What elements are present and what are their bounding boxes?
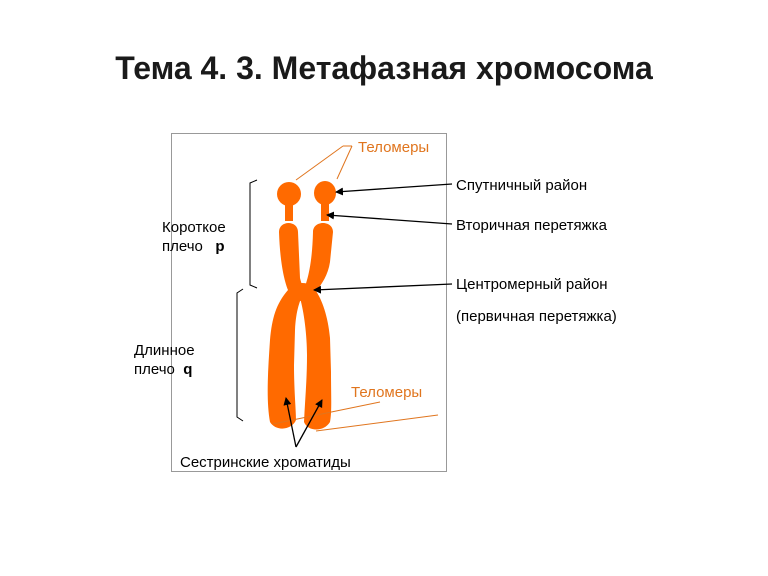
secondary-constriction-label: Вторичная перетяжка (456, 217, 607, 234)
right-chromatid (300, 223, 333, 430)
telomeres-bottom-label: Теломеры (351, 384, 423, 401)
long-arm-label-line2: плечо q (134, 360, 192, 379)
primary-constriction-label: (первичная перетяжка) (456, 308, 617, 325)
short-arm-bracket (249, 179, 258, 289)
centromere (288, 283, 316, 301)
short-arm-letter: p (215, 238, 225, 255)
centromere-pointer (313, 283, 453, 294)
right-satellite (314, 181, 336, 205)
long-arm-label-line1: Длинное (134, 342, 195, 359)
chromatid-pointer-right (295, 399, 323, 448)
sister-chromatids-label: Сестринские хроматиды (180, 454, 351, 471)
long-arm-prefix: плечо (134, 361, 175, 378)
right-stalk (321, 203, 329, 221)
left-chromatid (267, 223, 304, 429)
short-arm-label-line1: Короткое (162, 219, 226, 236)
long-arm-letter: q (183, 361, 193, 378)
secondary-constriction-pointer (326, 211, 453, 225)
chromatid-pointer-left (283, 397, 297, 448)
left-stalk (285, 203, 293, 221)
satellite-region-label: Спутничный район (456, 177, 588, 194)
diagram-frame (171, 133, 447, 472)
telomere-top-lines (295, 145, 353, 181)
satellite-pointer (335, 183, 453, 196)
telomere-bottom-lines (272, 401, 439, 432)
short-arm-label-line2: плечо p (162, 237, 225, 256)
chromosome (267, 181, 336, 430)
telomeres-top-label: Теломеры (358, 139, 430, 156)
slide-title: Тема 4. 3. Метафазная хромосома (115, 50, 653, 86)
left-satellite (277, 182, 301, 206)
long-arm-bracket (236, 288, 244, 422)
short-arm-prefix: плечо (162, 238, 203, 255)
pointer-lines (283, 183, 453, 448)
centromere-region-label: Центромерный район (456, 276, 608, 293)
